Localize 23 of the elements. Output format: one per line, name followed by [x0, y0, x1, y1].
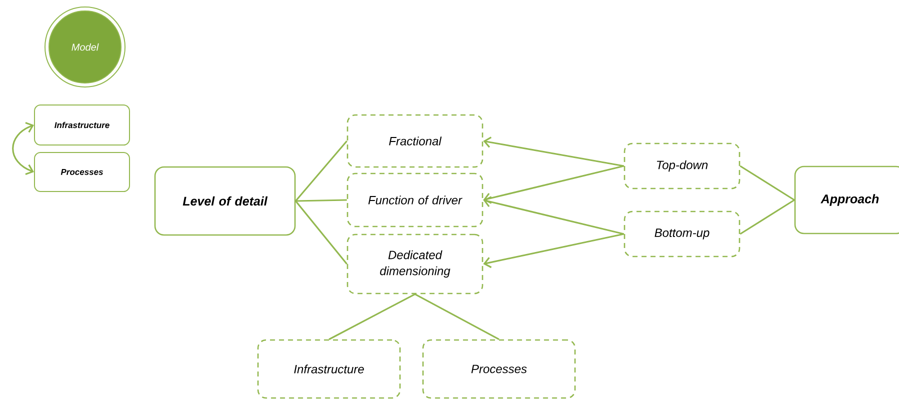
process-box: Approach [794, 166, 899, 234]
connector-line [483, 196, 624, 235]
option-box: Bottom-up [624, 210, 740, 258]
connector-line [483, 165, 624, 204]
connector-line [414, 293, 500, 340]
connector-line [483, 136, 624, 167]
connector-line [483, 233, 624, 268]
connector-line [295, 200, 348, 264]
connector-line [295, 140, 348, 202]
connector-line [740, 199, 795, 235]
connector-line [296, 199, 347, 202]
option-box: Fractional [346, 114, 484, 168]
option-box: Top-down [624, 142, 740, 190]
option-box: Infrastructure [257, 339, 401, 399]
option-box: Processes [422, 339, 576, 399]
process-box: Infrastructure [34, 104, 130, 146]
connector-line [12, 122, 34, 175]
option-box: Dedicated dimensioning [346, 234, 484, 294]
connector-line [740, 165, 795, 201]
process-box: Processes [34, 152, 130, 192]
option-box: Function of driver [346, 172, 484, 228]
process-box: Level of detail [154, 166, 296, 236]
connector-line [328, 293, 416, 340]
